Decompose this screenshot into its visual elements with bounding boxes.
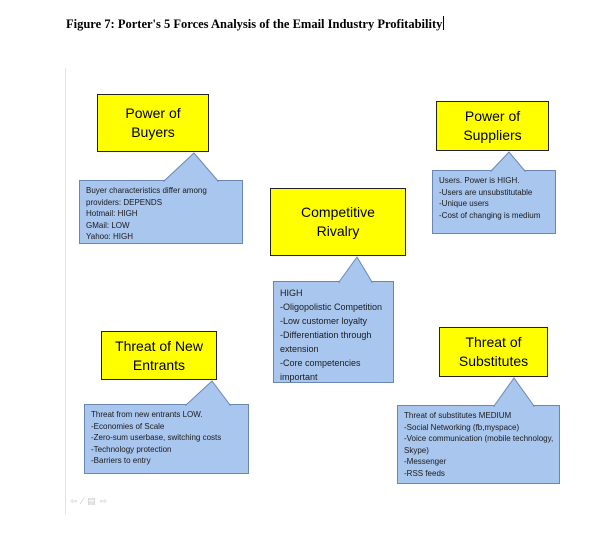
buyers-callout: Buyer characteristics differ among provid… — [79, 180, 243, 244]
new-entrants-note: -Zero-sum userbase, switching costs — [91, 433, 222, 443]
rivalry-box: Competitive Rivalry — [270, 188, 406, 256]
figure-title: Figure 7: Porter's 5 Forces Analysis of … — [66, 16, 445, 31]
arrow-right-icon[interactable]: ⇨ — [99, 497, 112, 507]
rivalry-note: -Differentiation through — [280, 329, 372, 340]
buyers-note: Yahoo: HIGH — [86, 232, 133, 242]
new-entrants-note: -Barriers to entry — [91, 456, 151, 466]
slides-icon[interactable]: ▤ — [87, 497, 100, 507]
buyers-note: Buyer characteristics differ among — [86, 186, 207, 195]
five-forces-diagram — [65, 68, 588, 514]
rivalry-note: extension — [280, 343, 319, 354]
buyers-note: providers: DEPENDS — [86, 197, 163, 207]
suppliers-note: -Unique users — [439, 199, 489, 209]
rivalry-callout: HIGH -Oligopolistic Competition -Low custo… — [273, 281, 394, 383]
rivalry-note: HIGH — [280, 288, 303, 298]
substitutes-note: -Voice communication (mobile technology, — [404, 434, 554, 444]
new-entrants-callout: Threat from new entrants LOW. -Economies … — [84, 404, 249, 474]
new-entrants-note: -Economies of Scale — [91, 421, 165, 431]
substitutes-note: -Messenger — [404, 457, 447, 467]
suppliers-note: -Cost of changing is medium — [439, 210, 541, 220]
rivalry-note: -Low customer loyalty — [280, 315, 368, 326]
substitutes-callout: Threat of substitutes MEDIUM -Social Netw… — [397, 405, 560, 484]
new-entrants-note: -Technology protection — [91, 444, 172, 454]
buyers-note: GMail: LOW — [86, 220, 130, 230]
buyers-note: Hotmail: HIGH — [86, 209, 138, 219]
pen-icon[interactable]: ⁄ — [81, 497, 88, 507]
new-entrants-note: Threat from new entrants LOW. — [91, 410, 203, 419]
suppliers-box: Power of Suppliers — [436, 101, 549, 151]
suppliers-note: Users. Power is HIGH. — [439, 176, 520, 185]
substitutes-note: -Social Networking (fb,myspace) — [404, 422, 520, 432]
rivalry-note: important — [280, 371, 318, 382]
rivalry-note: -Core competencies — [280, 357, 361, 368]
rivalry-note: -Oligopolistic Competition — [280, 301, 383, 312]
substitutes-box: Threat of Substitutes — [439, 327, 548, 377]
text-cursor — [443, 16, 445, 30]
substitutes-note: Threat of substitutes MEDIUM — [404, 411, 512, 420]
substitutes-note: Skype) — [404, 445, 429, 455]
buyers-box: Power of Buyers — [97, 94, 209, 152]
substitutes-note: -RSS feeds — [404, 468, 445, 478]
arrow-left-icon[interactable]: ⇦ — [70, 497, 82, 507]
slide-nav-toolbar: ⇦⁄▤⇨ — [70, 497, 111, 507]
suppliers-note: -Users are unsubstitutable — [439, 187, 533, 197]
new-entrants-box: Threat of New Entrants — [101, 331, 217, 380]
